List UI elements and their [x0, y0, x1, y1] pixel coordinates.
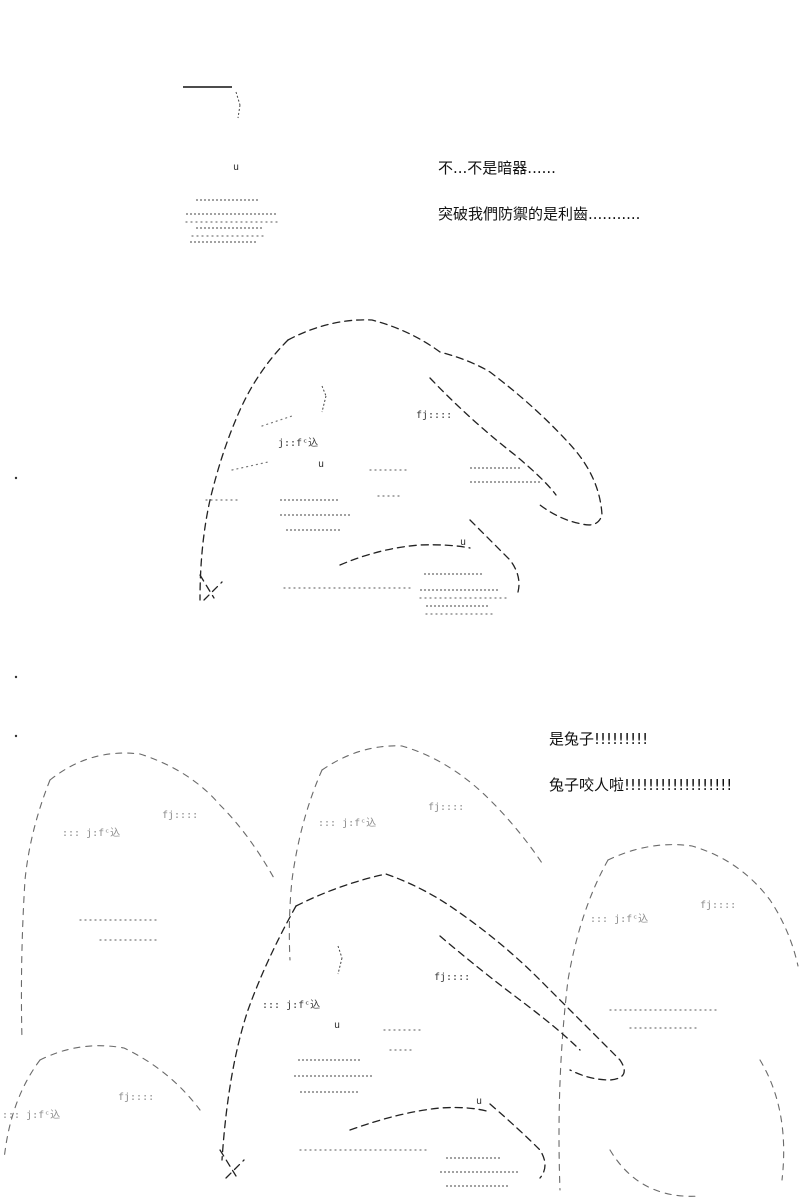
margin-dots: [14, 476, 18, 738]
panel-2-rabbit: u u fj:::: j::fᶜ込: [199, 319, 603, 615]
svg-text:::: j:fᶜ込: ::: j:fᶜ込: [318, 817, 376, 829]
dialogue-top-line-2: 突破我們防禦的是利齒...........: [438, 205, 641, 223]
svg-text:fj::::: fj::::: [700, 900, 736, 911]
dialogue-bottom-line-2: 兔子咬人啦!!!!!!!!!!!!!!!!!!: [549, 776, 733, 794]
dialogue-bottom-line-1: 是兔子!!!!!!!!!: [549, 730, 649, 748]
panel-1-object: u: [183, 86, 281, 243]
svg-text:::: j:fᶜ込: ::: j:fᶜ込: [590, 913, 648, 925]
panel-3-rabbit-group: ::: j:fᶜ込 fj:::: ::: j:fᶜ込 fj:::: ::: j:…: [2, 745, 799, 1197]
svg-text:fj::::: fj::::: [118, 1092, 154, 1103]
svg-text:::: j:fᶜ込: ::: j:fᶜ込: [62, 827, 120, 839]
svg-text:u: u: [476, 1096, 482, 1107]
svg-text:fj::::: fj::::: [162, 810, 198, 821]
svg-text:fj::::: fj::::: [428, 802, 464, 813]
svg-text:u: u: [334, 1020, 340, 1031]
svg-text:::: j:fᶜ込: ::: j:fᶜ込: [2, 1109, 60, 1121]
dialogue-top-line-1: 不...不是暗器......: [438, 159, 556, 177]
svg-text:fj::::: fj::::: [416, 410, 452, 421]
svg-text:u: u: [318, 459, 324, 470]
svg-text:fj::::: fj::::: [434, 972, 470, 983]
svg-text:j::fᶜ込: j::fᶜ込: [278, 437, 318, 449]
svg-text:u: u: [233, 162, 239, 173]
svg-text:u: u: [460, 537, 466, 548]
svg-text:::: j:fᶜ込: ::: j:fᶜ込: [262, 999, 320, 1011]
